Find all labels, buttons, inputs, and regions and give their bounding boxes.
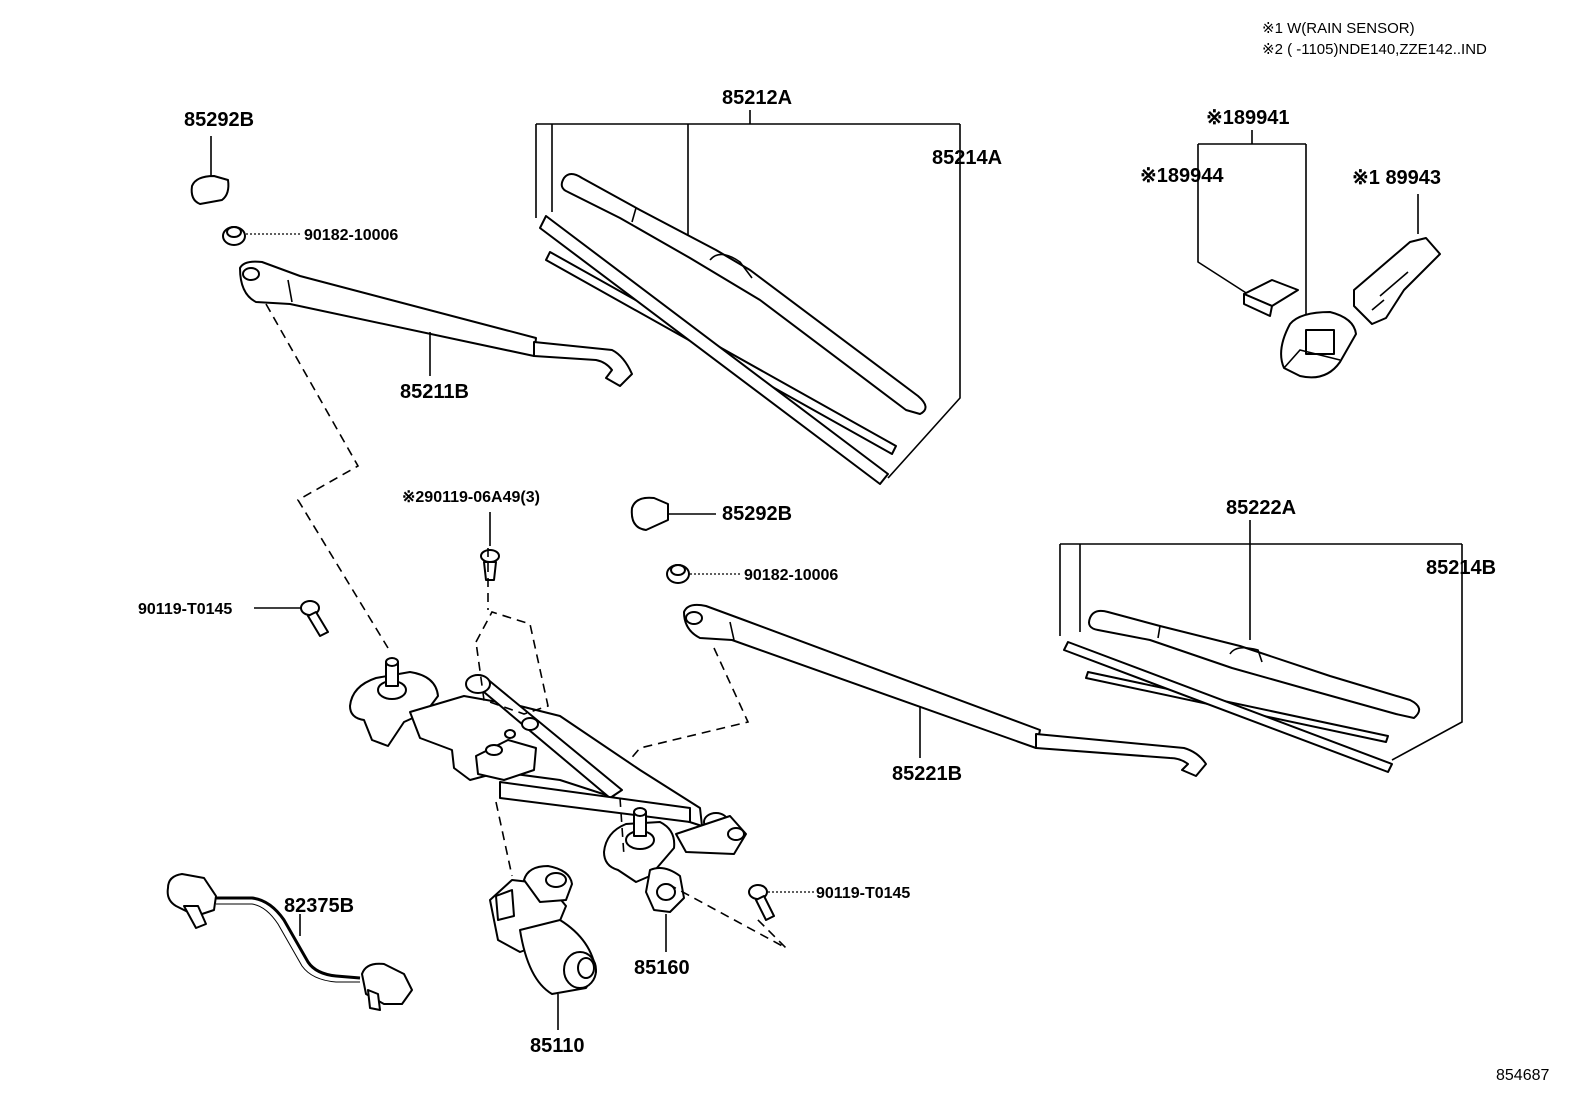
wiper-linkage-assembly (349, 657, 747, 883)
wiper-arm-85221B (683, 603, 1207, 777)
bracket-89941 (1197, 130, 1307, 314)
label-89943: ※1 89943 (1352, 167, 1441, 189)
bracket-85222A (1059, 520, 1463, 761)
wiper-rubber-85214B (1063, 641, 1393, 773)
bracket-85212A (535, 110, 961, 479)
footnote-rain-sensor: ※1 W(RAIN SENSOR) (1262, 20, 1415, 37)
label-82375B: 82375B (284, 895, 354, 917)
rain-sensor-89941 (1280, 311, 1357, 379)
dash-arm-right-to-linkage (615, 647, 750, 777)
label-90182-10006-mid: 90182-10006 (744, 567, 838, 584)
wiper-arm-85211B (239, 260, 633, 387)
bolt-90119-T0145-left (300, 600, 329, 637)
wiper-blade-85222A (1088, 609, 1421, 719)
label-85292B-top: 85292B (184, 109, 254, 131)
dash-motor-to-linkage (495, 801, 513, 877)
sensor-pad-89944 (1243, 279, 1299, 317)
bolt-90119-T0145-right (748, 884, 775, 921)
label-85110: 85110 (530, 1035, 585, 1057)
dash-bolt-to-bracket (475, 548, 549, 715)
wiper-motor-85110 (489, 865, 597, 995)
sensor-cover-89943 (1353, 237, 1441, 325)
label-89944: ※189944 (1140, 165, 1224, 187)
label-90182-10006-top: 90182-10006 (304, 227, 398, 244)
label-89941: ※189941 (1206, 107, 1290, 129)
dash-arm-left-to-linkage (265, 303, 389, 649)
nut-90182-10006-top (222, 226, 246, 246)
crank-arm-85160 (645, 867, 685, 913)
label-85214B: 85214B (1426, 557, 1496, 579)
diagram-reference-number: 854687 (1496, 1067, 1549, 1084)
label-85222A: 85222A (1226, 497, 1296, 519)
wiper-rubber-85214A (539, 215, 897, 485)
label-85292B-mid: 85292B (722, 503, 792, 525)
label-85221B: 85221B (892, 763, 962, 785)
label-90119-T0145-right: 90119-T0145 (816, 885, 910, 902)
label-85212A: 85212A (722, 87, 792, 109)
cap-85292B-mid (630, 496, 669, 531)
label-85214A: 85214A (932, 147, 1002, 169)
bolt-90119-06A49 (480, 549, 500, 581)
wire-harness-82375B (166, 873, 413, 1011)
wiper-blade-85212A (560, 173, 927, 415)
label-90119-06A49: ※290119-06A49(3) (402, 489, 540, 506)
nut-90182-10006-mid (666, 564, 690, 584)
dash-crank-to-motor (619, 797, 787, 949)
label-90119-T0145-left: 90119-T0145 (138, 601, 232, 618)
cap-85292B-top (190, 175, 230, 205)
label-85211B: 85211B (400, 381, 469, 403)
footnote-model-range: ※2 ( -1105)NDE140,ZZE142..IND (1262, 41, 1487, 58)
label-85160: 85160 (634, 957, 690, 979)
